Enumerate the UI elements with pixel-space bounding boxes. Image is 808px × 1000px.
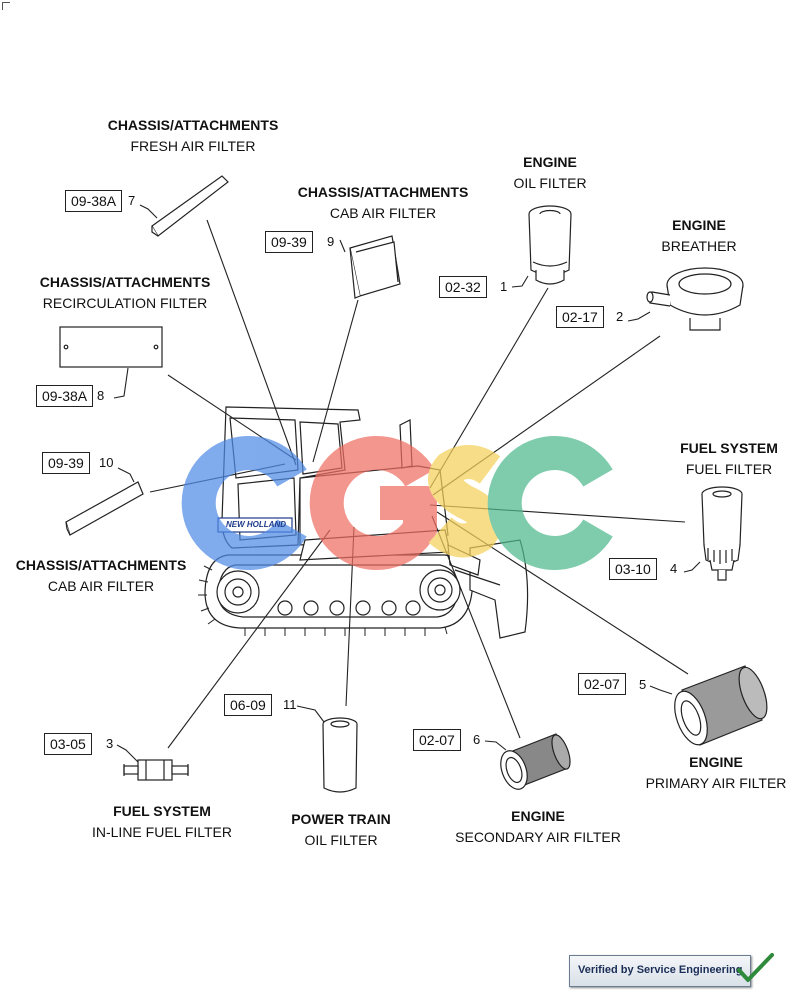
cab-air-filter-left-art: [65, 481, 144, 536]
part-name: FRESH AIR FILTER: [130, 138, 256, 154]
ref-box-inline-fuel-filter: 03-05: [44, 733, 92, 755]
breather-art: [646, 267, 744, 331]
oil-filter-art: [528, 205, 572, 285]
watermark-cgsc: [181, 436, 613, 570]
corner-mark: [2, 2, 10, 10]
label-cab-air-filter-left: CHASSIS/ATTACHMENTS CAB AIR FILTER: [8, 555, 194, 597]
item-number-recirculation-filter: 8: [97, 388, 105, 403]
system-name: FUEL SYSTEM: [113, 803, 211, 819]
part-name: CAB AIR FILTER: [329, 205, 437, 221]
primary-air-filter-art: [674, 665, 768, 746]
part-name: OIL FILTER: [513, 175, 587, 191]
label-fuel-filter: FUEL SYSTEM FUEL FILTER: [668, 438, 790, 480]
item-number-power-train-oil-filter: 11: [283, 697, 297, 712]
system-name: ENGINE: [511, 808, 565, 824]
ref-box-oil-filter: 02-32: [439, 276, 487, 298]
part-name: SECONDARY AIR FILTER: [455, 829, 621, 845]
fresh-air-filter-art: [151, 175, 229, 237]
item-number-cab-air-filter-top: 9: [327, 234, 335, 249]
system-name: CHASSIS/ATTACHMENTS: [297, 184, 469, 200]
label-cab-air-filter-top: CHASSIS/ATTACHMENTS CAB AIR FILTER: [290, 182, 476, 224]
label-power-train-oil-filter: POWER TRAIN OIL FILTER: [280, 809, 402, 851]
ref-box-breather: 02-17: [556, 306, 604, 328]
track-grousers: [198, 565, 448, 636]
system-name: ENGINE: [672, 217, 726, 233]
ref-box-cab-air-filter-top: 09-39: [265, 231, 313, 253]
item-number-inline-fuel-filter: 3: [106, 736, 114, 751]
verified-badge-text: Verified by Service Engineering: [578, 964, 743, 976]
part-name: CAB AIR FILTER: [47, 578, 155, 594]
label-secondary-air-filter: ENGINE SECONDARY AIR FILTER: [446, 806, 630, 848]
part-name: RECIRCULATION FILTER: [42, 295, 208, 311]
ref-box-cab-air-filter-left: 09-39: [42, 452, 90, 474]
item-number-cab-air-filter-left: 10: [99, 455, 114, 470]
fuel-filter-art: [701, 486, 743, 581]
secondary-air-filter-art: [500, 733, 571, 790]
item-number-secondary-air-filter: 6: [473, 732, 481, 747]
system-name: POWER TRAIN: [291, 811, 391, 827]
item-number-oil-filter: 1: [500, 279, 508, 294]
system-name: CHASSIS/ATTACHMENTS: [39, 274, 211, 290]
part-name: FUEL FILTER: [685, 461, 773, 477]
checkmark-icon: [737, 953, 774, 982]
cab-air-filter-top-art: [349, 235, 401, 299]
system-name: CHASSIS/ATTACHMENTS: [107, 117, 279, 133]
part-name: BREATHER: [661, 238, 737, 254]
system-name: FUEL SYSTEM: [680, 440, 778, 456]
part-name: OIL FILTER: [304, 832, 378, 848]
label-oil-filter: ENGINE OIL FILTER: [495, 152, 605, 194]
item-number-primary-air-filter: 5: [639, 677, 647, 692]
label-inline-fuel-filter: FUEL SYSTEM IN-LINE FUEL FILTER: [84, 801, 240, 843]
inline-fuel-filter-art: [123, 759, 189, 781]
ref-box-secondary-air-filter: 02-07: [413, 729, 461, 751]
power-train-oil-filter-art: [322, 717, 358, 793]
system-name: ENGINE: [689, 754, 743, 770]
item-number-fresh-air-filter: 7: [128, 193, 136, 208]
ref-box-fuel-filter: 03-10: [609, 558, 657, 580]
item-number-breather: 2: [616, 309, 624, 324]
system-name: ENGINE: [523, 154, 577, 170]
system-name: CHASSIS/ATTACHMENTS: [15, 557, 187, 573]
ref-box-fresh-air-filter: 09-38A: [65, 190, 123, 212]
label-fresh-air-filter: CHASSIS/ATTACHMENTS FRESH AIR FILTER: [100, 115, 286, 157]
ref-box-recirculation-filter: 09-38A: [36, 385, 94, 407]
recirculation-filter-art: [59, 326, 163, 368]
ref-box-power-train-oil-filter: 06-09: [224, 694, 272, 716]
brand-plate-text: NEW HOLLAND: [226, 520, 286, 529]
label-primary-air-filter: ENGINE PRIMARY AIR FILTER: [638, 752, 794, 794]
ref-box-primary-air-filter: 02-07: [578, 673, 626, 695]
verified-badge: Verified by Service Engineering: [569, 955, 751, 987]
label-recirculation-filter: CHASSIS/ATTACHMENTS RECIRCULATION FILTER: [28, 272, 222, 314]
track-rollers: [277, 600, 421, 616]
item-number-fuel-filter: 4: [670, 561, 678, 576]
part-name: IN-LINE FUEL FILTER: [91, 824, 233, 840]
part-name: PRIMARY AIR FILTER: [645, 775, 787, 791]
label-breather: ENGINE BREATHER: [644, 215, 754, 257]
